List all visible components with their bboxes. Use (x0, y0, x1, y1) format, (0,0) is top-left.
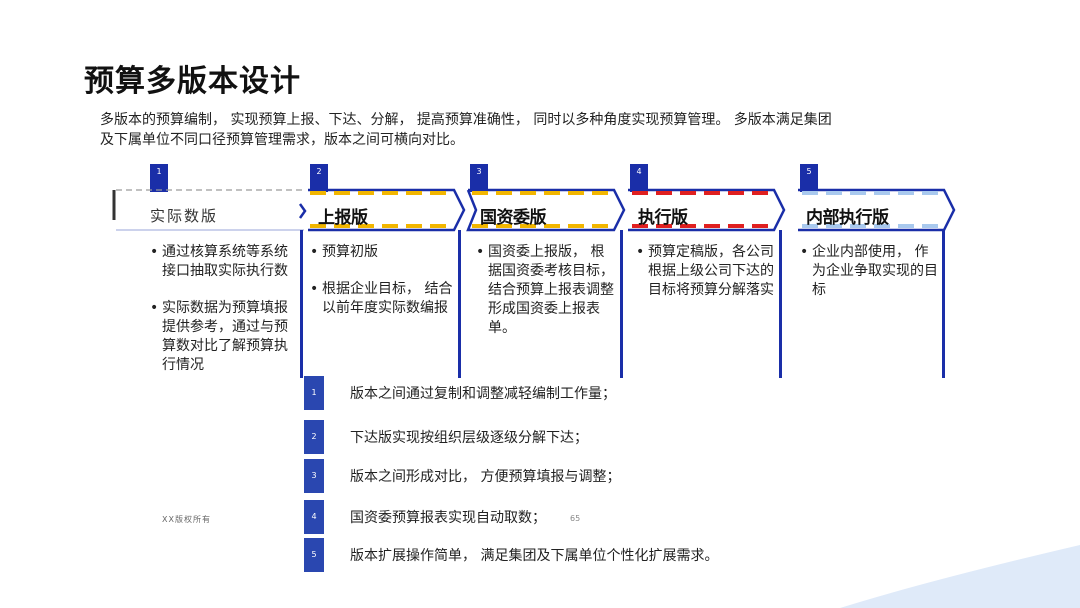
copyright-footer: XX版权所有 (162, 515, 211, 524)
bullet-item: 实际数据为预算填报提供参考，通过与预算数对比了解预算执行情况 (150, 299, 294, 375)
feature-text: 版本之间形成对比， 方便预算填报与调整； (350, 469, 621, 485)
actual-chevron (298, 203, 307, 219)
stage-label-reported: 上报版 (318, 208, 368, 228)
stage3-arrow (466, 188, 626, 232)
feature-text: 下达版实现按组织层级逐级分解下达； (350, 430, 588, 446)
stage-label-internal: 内部执行版 (806, 208, 889, 228)
feature-text: 国资委预算报表实现自动取数； (350, 510, 546, 526)
feature-text: 版本扩展操作简单， 满足集团及下属单位个性化扩展需求。 (350, 548, 719, 564)
bullet-item: 预算定稿版，各公司根据上级公司下达的目标将预算分解落实 (636, 243, 776, 300)
corner-decoration (840, 545, 1080, 608)
column-divider (779, 230, 782, 378)
stage2-bullets: 预算初版 根据企业目标， 结合以前年度实际数编报 (310, 243, 454, 336)
column-divider (300, 230, 303, 378)
stage-label-execution: 执行版 (638, 208, 688, 228)
feature-text: 版本之间通过复制和调整减轻编制工作量； (350, 386, 616, 402)
bullet-item: 预算初版 (310, 243, 454, 262)
page-title: 预算多版本设计 (84, 64, 301, 99)
stage4-bullets: 预算定稿版，各公司根据上级公司下达的目标将预算分解落实 (636, 243, 776, 318)
stage-number-badge: 5 (800, 164, 818, 192)
stage-label-actual: 实际数版 (150, 207, 219, 225)
feature-number: 2 (304, 420, 324, 454)
stage-number-badge: 4 (630, 164, 648, 192)
column-divider (458, 230, 461, 378)
stage2-arrow (308, 188, 466, 232)
feature-number: 3 (304, 459, 324, 493)
stage5-bullets: 企业内部使用， 作为企业争取实现的目标 (800, 243, 940, 318)
stage-number-badge: 1 (150, 164, 168, 192)
stage5-arrow (798, 188, 956, 232)
stage3-bullets: 国资委上报版， 根据国资委考核目标，结合预算上报表调整形成国资委上报表单。 (476, 243, 618, 356)
stage-number-badge: 2 (310, 164, 328, 192)
stage-label-sasac: 国资委版 (480, 208, 547, 228)
bullet-item: 通过核算系统等系统接口抽取实际执行数 (150, 243, 294, 281)
feature-number: 1 (304, 376, 324, 410)
bullet-item: 企业内部使用， 作为企业争取实现的目标 (800, 243, 940, 300)
stage-number-badge: 3 (470, 164, 488, 192)
page-number: 65 (570, 514, 581, 523)
stage1-bullets: 通过核算系统等系统接口抽取实际执行数 实际数据为预算填报提供参考，通过与预算数对… (150, 243, 294, 393)
feature-number: 4 (304, 500, 324, 534)
column-divider (942, 230, 945, 378)
stage4-arrow (628, 188, 786, 232)
bullet-item: 国资委上报版， 根据国资委考核目标，结合预算上报表调整形成国资委上报表单。 (476, 243, 618, 338)
bullet-item: 根据企业目标， 结合以前年度实际数编报 (310, 280, 454, 318)
column-divider (620, 230, 623, 378)
feature-number: 5 (304, 538, 324, 572)
intro-paragraph: 多版本的预算编制， 实现预算上报、下达、分解， 提高预算准确性， 同时以多种角度… (100, 112, 832, 148)
